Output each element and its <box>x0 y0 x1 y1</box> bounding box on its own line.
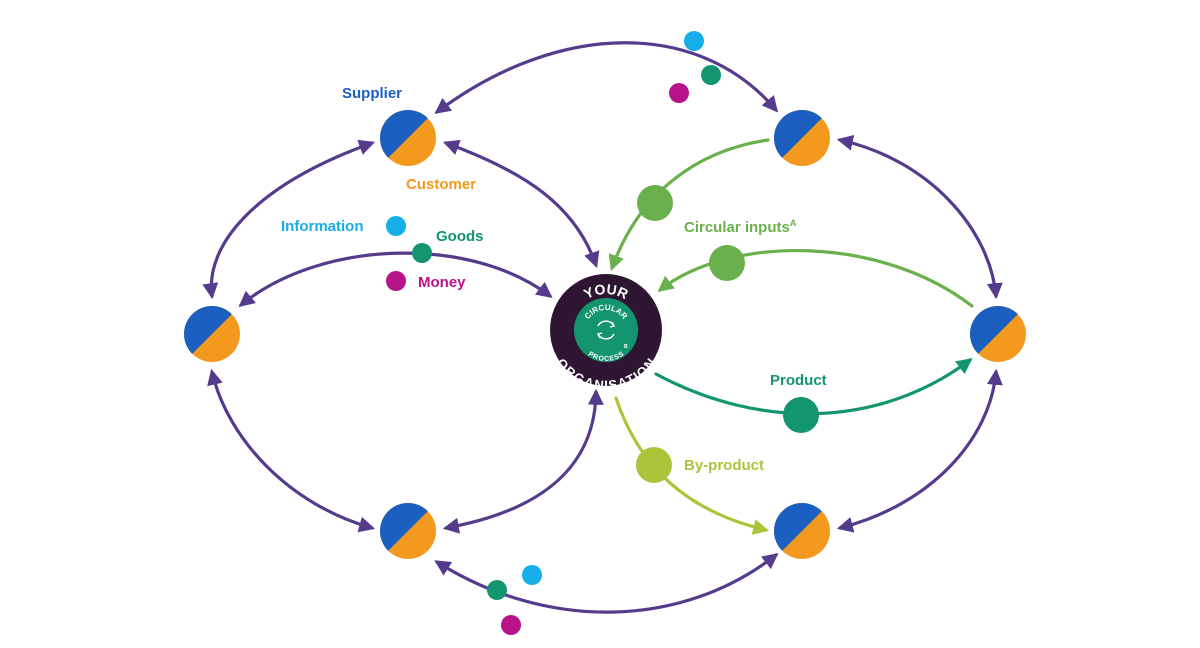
product-token <box>783 397 819 433</box>
goods-dot-icon <box>701 65 721 85</box>
node-top-right <box>774 110 830 166</box>
information-dot-icon <box>684 31 704 51</box>
information-dot-icon <box>386 216 406 236</box>
arrow-top-left-to-center <box>442 139 600 269</box>
money-label: Money <box>418 274 466 291</box>
circular-inputs-label: Circular inputsA <box>684 218 797 236</box>
goods-label: Goods <box>436 228 484 245</box>
product-label: Product <box>770 372 827 389</box>
information-label: Information <box>281 218 364 235</box>
center-organisation: YOUR ORGANISATION CIRCULAR PROCESS B <box>550 274 662 393</box>
arrow-bottom-left-to-center <box>442 388 604 534</box>
money-dot-icon <box>669 83 689 103</box>
node-right <box>970 306 1026 362</box>
circular-inputs-token-right <box>709 245 745 281</box>
arrow-left-to-center <box>238 251 553 308</box>
arrow-circular-inputs-right <box>657 248 974 308</box>
arrow-circular-inputs-top <box>608 138 770 272</box>
purple-arrows <box>202 41 1003 614</box>
circular-process-sup: B <box>624 344 628 350</box>
arrow-top-left-to-left <box>202 139 376 300</box>
money-dot-icon <box>501 615 521 635</box>
arrow-right-to-bottom-right <box>836 368 1003 533</box>
node-left <box>184 306 240 362</box>
customer-label: Customer <box>406 176 476 193</box>
information-dot-icon <box>522 565 542 585</box>
supplier-label: Supplier <box>342 85 402 102</box>
goods-dot-icon <box>487 580 507 600</box>
money-dot-icon <box>386 271 406 291</box>
node-bottom-right <box>774 503 830 559</box>
circular-process-badge <box>574 298 638 362</box>
arrow-by-product <box>614 396 770 535</box>
arrow-top-right-to-right <box>836 134 1003 300</box>
node-bottom-left <box>380 503 436 559</box>
arrow-bottom-left-to-bottom-right <box>434 553 779 614</box>
circular-inputs-token-top <box>637 185 673 221</box>
arrow-top-left-to-top-right <box>434 41 779 114</box>
by-product-token <box>636 447 672 483</box>
by-product-label: By-product <box>684 457 764 474</box>
node-top-left <box>380 110 436 166</box>
cycle-arrows-icon <box>596 320 616 340</box>
arrow-left-to-bottom-left <box>207 368 376 533</box>
goods-dot-icon <box>412 243 432 263</box>
